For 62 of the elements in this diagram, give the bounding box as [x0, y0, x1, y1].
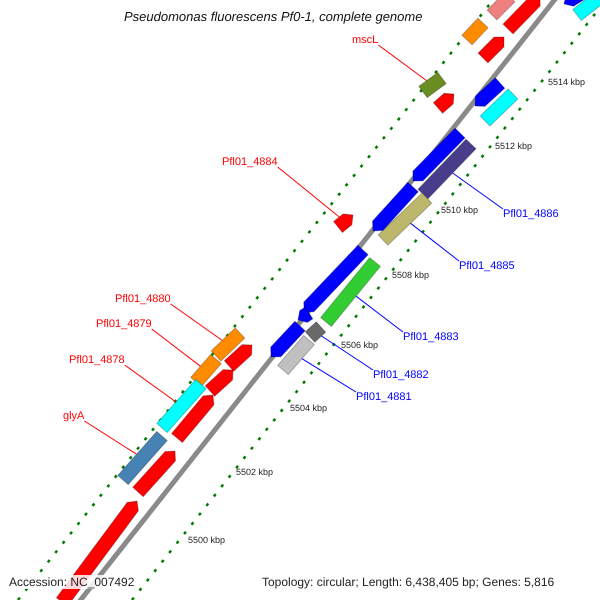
gene-block: [372, 182, 419, 232]
gene-block: [204, 369, 234, 397]
leader-line: [410, 222, 460, 262]
footer-text: Topology: circular; Length: 6,438,405 bp; Genes: 5,816: [262, 575, 554, 589]
gene-block: [417, 138, 477, 200]
gene-block: [132, 450, 176, 498]
gene-name: mscL: [352, 33, 378, 47]
gene-block: [563, 0, 584, 7]
gene-name: glyA: [63, 409, 84, 423]
gene-block: [474, 77, 506, 107]
gene-name: Pfl01_4886: [503, 207, 559, 221]
gene-block: [378, 192, 432, 246]
gene-block: [117, 430, 168, 486]
gene-name: Pfl01_4883: [403, 330, 459, 344]
leader-line: [378, 44, 428, 82]
gene-name: Pfl01_4878: [69, 353, 125, 367]
footer-text: Accession: NC_007492: [9, 575, 134, 589]
gene-name: Pfl01_4884: [222, 155, 278, 169]
gene-block: [277, 334, 315, 376]
gene-block: [303, 244, 369, 312]
gene-block: [224, 344, 253, 372]
leader-line: [124, 364, 176, 402]
gene-block: [479, 88, 519, 127]
gene-block: [502, 0, 541, 35]
scale-label: 5510 kbp: [441, 204, 478, 217]
gene-block: [418, 72, 447, 98]
gene-block: [412, 127, 466, 182]
gene-name: Pfl01_4881: [356, 390, 412, 404]
title: Pseudomonas fluorescens Pf0-1, complete genome: [124, 10, 422, 24]
leader-line: [277, 166, 340, 218]
scale-label: 5508 kbp: [392, 269, 430, 282]
leader-line: [302, 358, 356, 392]
gene-block: [461, 18, 489, 46]
gene-block: [297, 306, 314, 323]
gene-block: [432, 92, 455, 114]
scale-label: 5500 kbp: [188, 534, 226, 547]
scale-label: 5514 kbp: [548, 76, 586, 89]
gene-block: [572, 0, 600, 22]
scale-label: 5506 kbp: [341, 339, 378, 352]
gene-name: Pfl01_4885: [459, 259, 515, 273]
gene-block: [170, 394, 214, 444]
scale-label: 5512 kbp: [495, 140, 532, 153]
gene-block: [210, 327, 246, 362]
gene-name: Pfl01_4882: [373, 368, 429, 382]
leader-line: [356, 296, 404, 332]
gene-block: [156, 378, 207, 434]
leader-line: [452, 172, 504, 210]
leader-line: [151, 328, 201, 367]
leader-line: [170, 304, 223, 341]
gene-block: [270, 320, 306, 358]
gene-block: [304, 321, 326, 343]
gene-block: [477, 36, 504, 64]
leader-line: [84, 420, 137, 455]
gene-block: [190, 354, 222, 388]
scale-label: 5504 kbp: [290, 402, 328, 415]
gene-block: [320, 256, 382, 328]
gene-name: Pfl01_4879: [96, 317, 152, 331]
leader-line: [321, 336, 374, 370]
gene-block: [332, 213, 354, 234]
gene-block: [486, 0, 516, 21]
gene-name: Pfl01_4880: [115, 292, 171, 306]
scale-label: 5502 kbp: [236, 466, 274, 479]
